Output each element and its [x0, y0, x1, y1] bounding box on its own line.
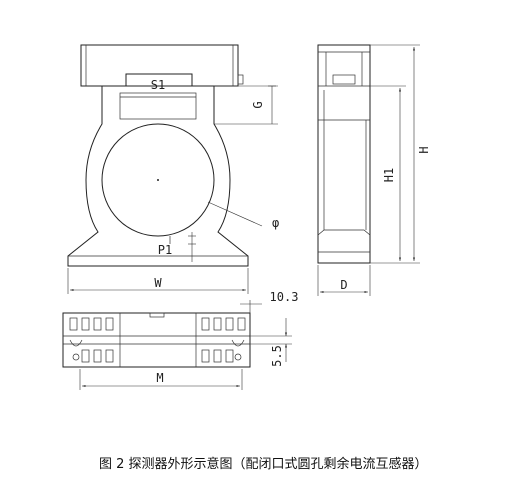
side-outline	[317, 44, 371, 264]
bottom-outline	[62, 312, 251, 368]
figure-caption: 图 2 探测器外形示意图（配闭口式圆孔剩余电流互感器）	[99, 456, 428, 472]
body-outline	[67, 85, 249, 267]
side-view	[317, 44, 371, 264]
w-dimension	[67, 268, 249, 294]
dim-5-5	[250, 318, 292, 362]
m-label: M	[156, 371, 163, 385]
h1-label: H1	[382, 168, 396, 182]
dim-5-5-label: 5.5	[270, 345, 284, 367]
p1-label: P1	[158, 243, 172, 257]
bottom-view	[62, 312, 251, 368]
front-view	[67, 44, 249, 267]
dim-10-3-label: 10.3	[270, 290, 299, 304]
d-dimension	[317, 265, 371, 296]
phi-leader-line	[207, 201, 263, 227]
d-label: D	[340, 278, 347, 292]
h-label: H	[417, 146, 431, 153]
m-dimension	[79, 369, 243, 390]
terminal-tab	[125, 73, 193, 86]
s1-label: S1	[151, 78, 165, 92]
h-dimensions	[370, 44, 420, 264]
round-hole	[101, 123, 215, 237]
w-label: W	[154, 276, 162, 290]
phi-label: φ	[272, 216, 279, 230]
g-label: G	[251, 101, 265, 108]
s1-label-box	[119, 92, 197, 120]
g-dimension	[214, 85, 278, 125]
p1-dimension	[188, 232, 196, 262]
dim-10-3	[240, 300, 262, 313]
